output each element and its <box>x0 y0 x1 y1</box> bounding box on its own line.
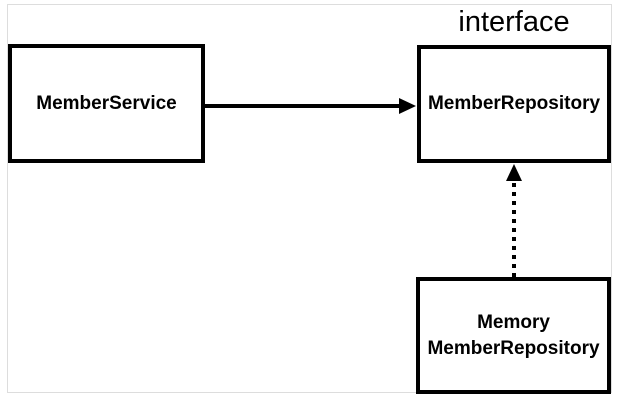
node-member-repository: MemberRepository <box>417 45 611 163</box>
node-member-repository-label: MemberRepository <box>427 93 601 114</box>
node-member-service-label: MemberService <box>36 92 177 114</box>
node-member-service: MemberService <box>8 44 205 163</box>
interface-stereotype-label: interface <box>458 6 570 38</box>
node-memory-member-repository-label-line1: Memory <box>477 311 550 333</box>
node-memory-member-repository-label-line2: MemberRepository <box>427 337 600 359</box>
diagram-frame <box>7 4 612 393</box>
node-memory-member-repository: Memory MemberRepository <box>416 277 611 394</box>
